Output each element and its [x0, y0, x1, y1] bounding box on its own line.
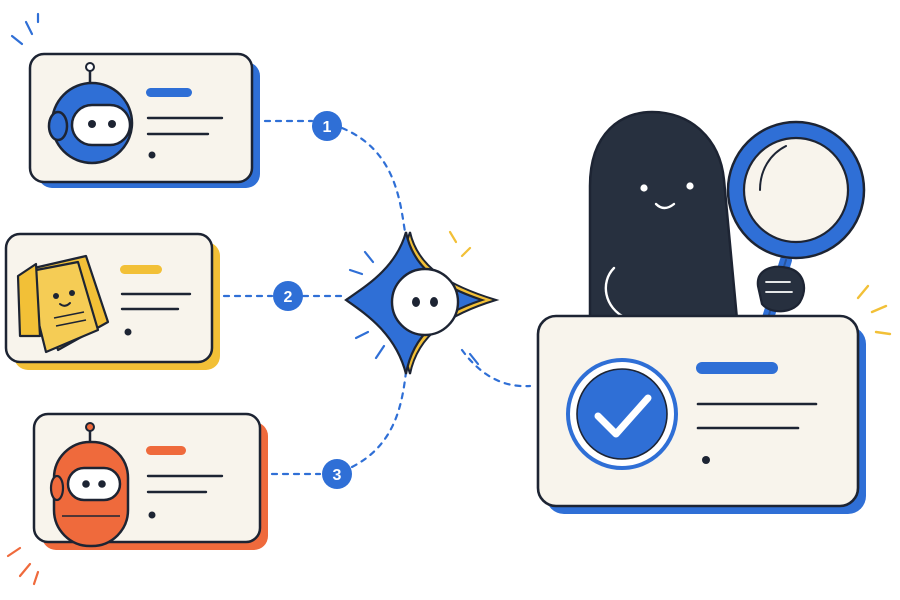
connector-line-1b — [340, 126, 407, 234]
input-card-1 — [28, 52, 260, 188]
result-card — [536, 314, 866, 514]
card-3-dot — [148, 511, 156, 519]
step-label-3: 3 — [333, 467, 342, 484]
checkmark-icon — [566, 358, 678, 470]
spark-bottom-left — [6, 546, 40, 586]
robot-capsule-icon — [49, 422, 130, 548]
step-badge-3: 3 — [322, 459, 352, 489]
connectors — [222, 119, 532, 476]
card-1-accent-bar — [146, 88, 192, 97]
connector-line-3b — [350, 370, 408, 469]
result-dot — [702, 456, 710, 464]
card-3-accent-bar — [146, 446, 186, 455]
sparkle-star-icon — [344, 230, 500, 375]
robot-head-icon — [47, 62, 134, 165]
step-label-1: 1 — [323, 119, 332, 136]
input-card-2 — [4, 232, 220, 370]
connector-line-out — [460, 348, 532, 388]
spark-right — [856, 284, 892, 336]
document-stack-icon — [16, 254, 110, 354]
card-2-dot — [124, 328, 132, 336]
step-badge-1: 1 — [312, 111, 342, 141]
input-card-3 — [32, 412, 268, 550]
magnifier-mascot-icon — [588, 110, 866, 332]
spark-top-left — [10, 12, 40, 46]
step-label-2: 2 — [284, 289, 293, 306]
card-1-dot — [148, 151, 156, 159]
result-accent-bar — [696, 362, 778, 374]
step-badge-2: 2 — [273, 281, 303, 311]
card-2-accent-bar — [120, 265, 162, 274]
